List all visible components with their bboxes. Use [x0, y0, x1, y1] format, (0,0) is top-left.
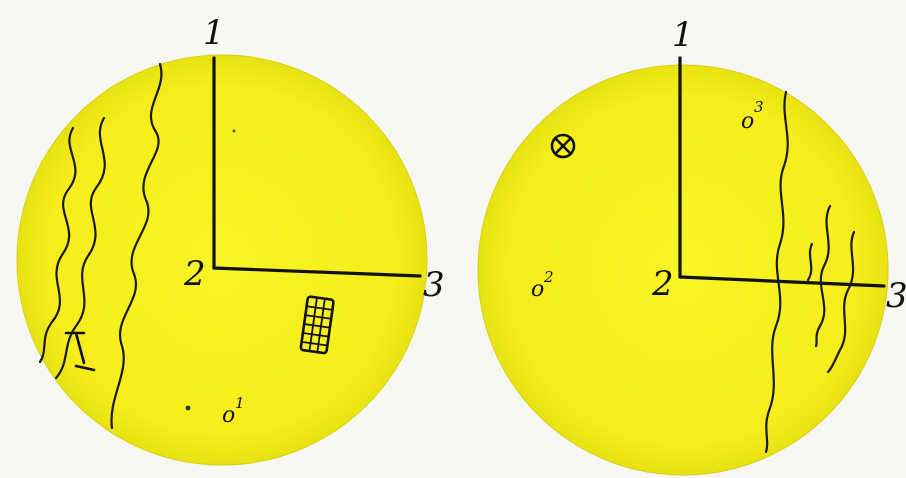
right-point-label-base: o [741, 109, 754, 134]
left-axis-label-right: 3 [423, 265, 445, 305]
right-axis-label-origin: 2 [651, 264, 674, 304]
right-axis-label-top: 1 [672, 15, 694, 55]
right-point-label-base: o [531, 277, 544, 302]
right-field-disc [478, 65, 888, 475]
right-point-label-sup: 2 [543, 268, 554, 286]
left-axis-label-top: 1 [203, 13, 225, 53]
dot-icon [186, 406, 191, 411]
right-microscope-field: 1 2 3 o 3 o 2 [478, 15, 906, 475]
right-point-label-sup: 3 [754, 98, 764, 116]
left-point-label-base: o [222, 403, 235, 428]
left-microscope-field: 1 2 3 I [0, 0, 445, 465]
dot-icon [233, 130, 236, 133]
roman-numeral-text: I [0, 0, 1, 1]
left-axis-label-origin: 2 [183, 254, 206, 294]
right-axis-label-right: 3 [886, 276, 906, 316]
left-point-label-sup: 1 [235, 394, 245, 412]
